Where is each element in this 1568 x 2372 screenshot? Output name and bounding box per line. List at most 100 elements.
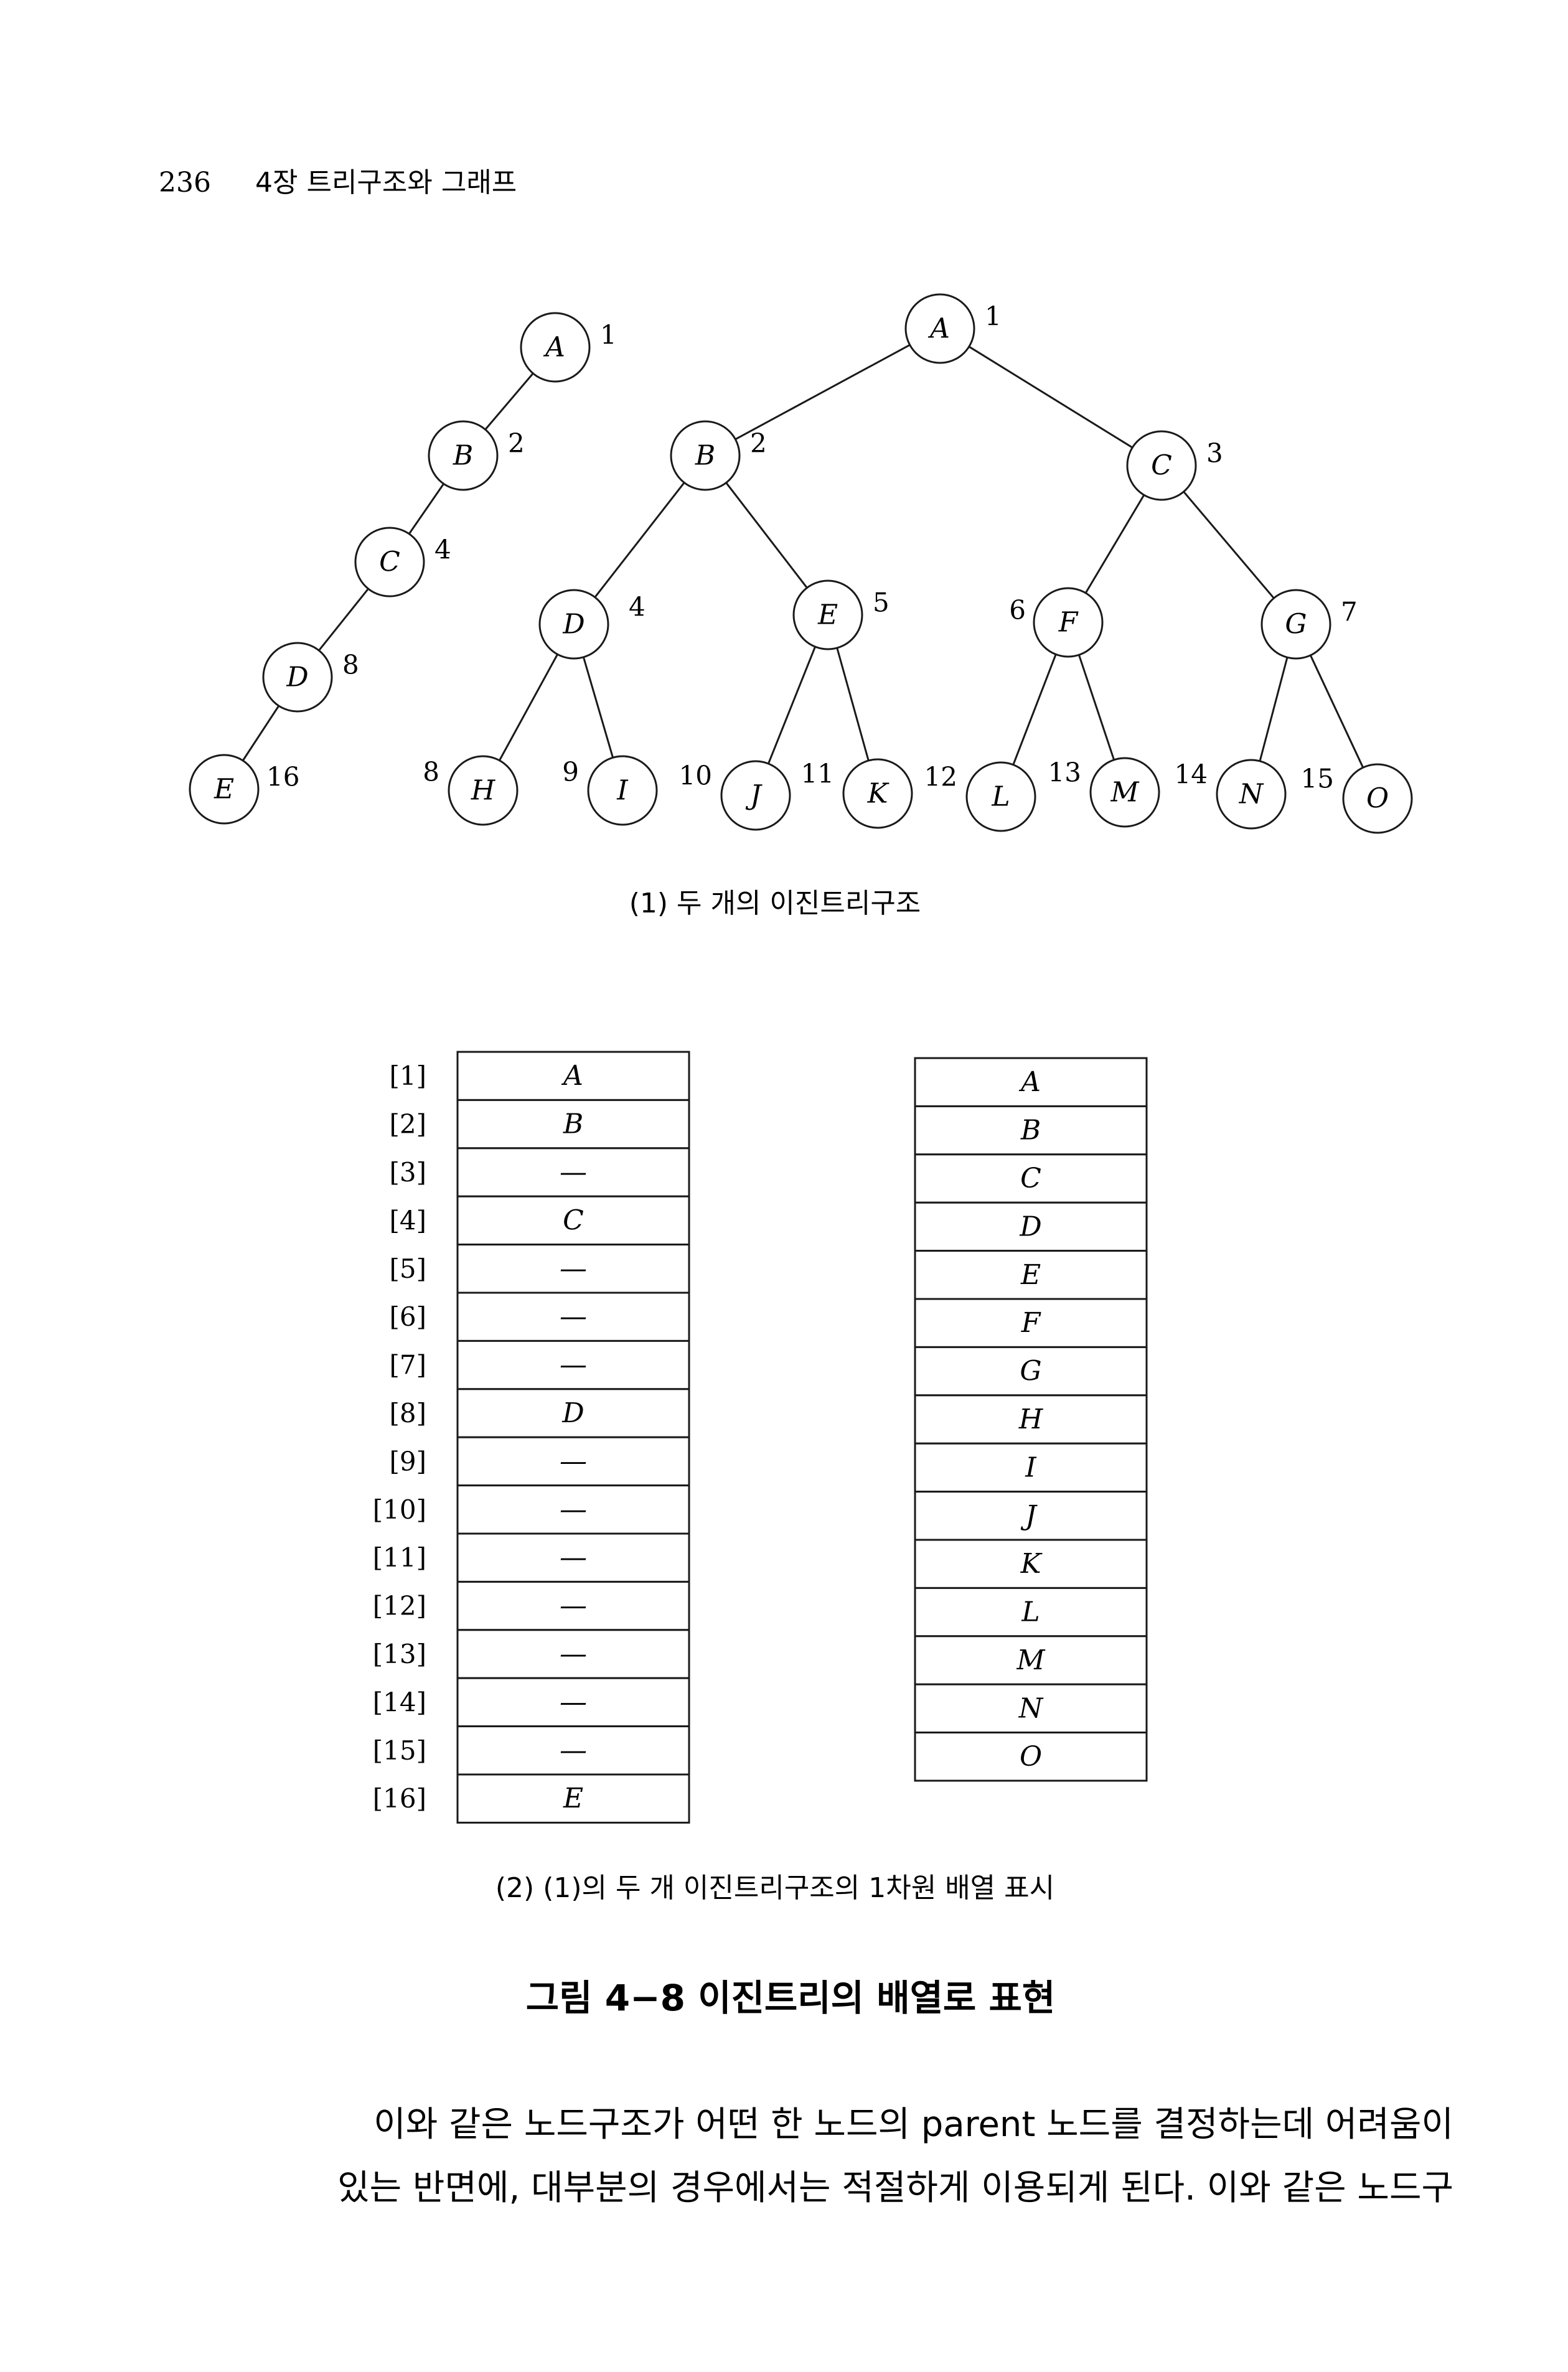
right-tree-node-label: M: [1110, 777, 1139, 809]
right-array-cell-value: H: [1018, 1404, 1044, 1435]
left-tree-node-index: 1: [600, 320, 617, 350]
right-tree-node-H: [448, 755, 519, 826]
right-tree-node-label: N: [1239, 779, 1264, 810]
left-tree-edge: [484, 372, 534, 431]
left-array-cell: [456, 1725, 690, 1776]
left-array-index: [12]: [373, 1591, 426, 1621]
right-array-cell: [914, 1732, 1148, 1782]
right-tree-node-O: [1342, 763, 1413, 834]
left-array-index: [7]: [390, 1350, 427, 1381]
left-array-index: [3]: [390, 1157, 427, 1188]
left-array-cell: [456, 1436, 690, 1487]
left-array-cell-value: E: [563, 1783, 583, 1814]
right-tree-node-index: 12: [924, 762, 957, 792]
right-tree-node-index: 5: [873, 588, 890, 618]
left-array-cell: [456, 1195, 690, 1246]
right-array-cell-value: B: [1020, 1115, 1041, 1146]
right-tree-node-L: [965, 761, 1036, 832]
left-array-index: [13]: [373, 1639, 426, 1669]
left-array-cell: [456, 1773, 690, 1824]
right-tree-node-G: [1261, 589, 1331, 660]
left-array-cell: [456, 1484, 690, 1535]
left-tree-node-index: 4: [434, 535, 451, 565]
right-tree-edge: [499, 654, 558, 761]
right-array-cell-value: C: [1020, 1163, 1041, 1194]
left-array-index: [2]: [390, 1109, 427, 1140]
right-tree-node-label: E: [817, 599, 838, 631]
right-tree-edge: [1077, 654, 1115, 761]
right-tree-node-K: [842, 758, 913, 829]
left-array-index: [5]: [390, 1254, 427, 1284]
right-tree-edge: [725, 482, 808, 589]
left-tree-node-E: [189, 754, 260, 825]
chapter-title: 4장 트리구조와 그래프: [255, 167, 517, 199]
right-tree-edge: [735, 344, 911, 441]
left-tree-node-index: 16: [266, 762, 299, 792]
right-tree-edge: [1309, 655, 1364, 768]
left-tree-node-label: B: [453, 440, 473, 472]
left-array-cell-value: B: [563, 1109, 583, 1140]
left-tree-edge: [408, 483, 444, 535]
left-array-cell-value: —: [560, 1494, 587, 1526]
right-tree-edge: [1012, 654, 1057, 766]
right-array-cell: [914, 1250, 1148, 1300]
left-tree-node-D: [262, 642, 333, 713]
right-array-cell: [914, 1298, 1148, 1348]
right-tree-node-A: [904, 293, 975, 364]
right-tree-node-label: F: [1058, 607, 1079, 639]
left-tree-edge: [242, 705, 280, 761]
right-tree-node-index: 7: [1341, 597, 1358, 627]
right-array-cell-value: M: [1016, 1644, 1045, 1676]
left-array-index: [10]: [373, 1494, 426, 1525]
left-array-cell-value: —: [560, 1686, 587, 1718]
left-tree-node-C: [354, 527, 425, 598]
subcaption-arrays: (2) (1)의 두 개 이진트리구조의 1차원 배열 표시: [495, 1872, 1054, 1904]
left-array-cell-value: —: [560, 1301, 587, 1333]
left-array-cell-value: C: [563, 1204, 584, 1236]
left-array-cell-value: A: [561, 1060, 583, 1092]
left-tree-node-label: D: [286, 662, 308, 693]
page-number: 236: [159, 167, 211, 199]
body-line-2: 있는 반면에, 대부분의 경우에서는 적절하게 이용되게 된다. 이와 같은 노…: [337, 2168, 1453, 2208]
left-array-index: [15]: [373, 1735, 426, 1766]
left-array-index: [1]: [390, 1061, 427, 1091]
right-array-cell: [914, 1635, 1148, 1685]
right-tree-edge: [1259, 657, 1289, 762]
left-array-cell: [456, 1099, 690, 1150]
right-tree-node-label: H: [471, 775, 496, 807]
left-array-cell-value: —: [560, 1156, 587, 1188]
right-tree-node-index: 3: [1206, 438, 1223, 469]
right-array-cell: [914, 1153, 1148, 1204]
left-array-index: [14]: [373, 1687, 426, 1717]
right-tree-node-label: I: [616, 775, 629, 807]
left-tree-node-index: 2: [508, 428, 525, 459]
body-line-1: 이와 같은 노드구조가 어떤 한 노드의 parent 노드를 결정하는데 어려…: [373, 2104, 1453, 2145]
right-tree-edge: [836, 647, 870, 761]
right-tree-node-label: K: [867, 778, 890, 810]
right-array-cell: [914, 1587, 1148, 1638]
left-tree-edge: [318, 588, 369, 651]
left-array-index: [11]: [373, 1542, 426, 1573]
right-tree-node-N: [1216, 759, 1287, 830]
right-array-cell-value: I: [1025, 1451, 1037, 1483]
right-array-cell-value: F: [1021, 1307, 1041, 1339]
right-tree-node-J: [720, 760, 791, 831]
left-array-index: [16]: [373, 1783, 426, 1814]
right-tree-node-index: 1: [985, 301, 1002, 332]
right-tree-node-index: 2: [750, 428, 767, 459]
right-array-cell: [914, 1683, 1148, 1734]
right-tree-node-F: [1033, 587, 1104, 658]
right-tree-node-I: [587, 755, 658, 826]
right-array-cell-value: N: [1018, 1692, 1044, 1724]
right-tree-edge: [1183, 490, 1275, 599]
right-array-cell: [914, 1105, 1148, 1156]
left-tree-node-B: [428, 420, 499, 491]
right-tree-edge: [1084, 494, 1145, 594]
right-tree-node-index: 15: [1301, 764, 1334, 794]
right-array-cell-value: O: [1020, 1741, 1042, 1773]
left-tree-node-label: E: [214, 774, 234, 805]
right-array-cell: [914, 1057, 1148, 1107]
right-array-cell: [914, 1394, 1148, 1445]
